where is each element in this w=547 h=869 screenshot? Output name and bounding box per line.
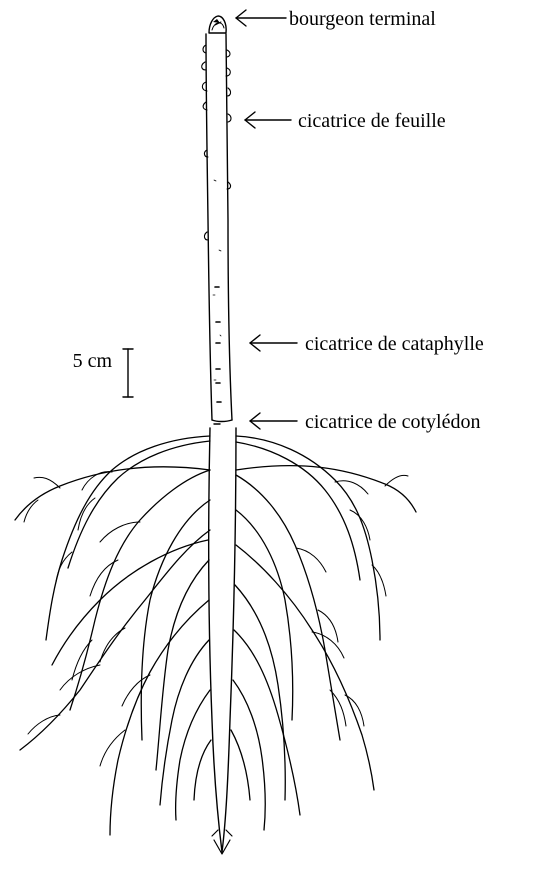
right-lateral-roots <box>231 436 416 830</box>
cotyledon-scars <box>212 420 232 424</box>
stem-right-outline <box>226 34 232 420</box>
annotation-terminal-bud: bourgeon terminal <box>236 8 436 30</box>
cataphyll-scars <box>215 287 221 402</box>
annotation-cotyledon-scar: cicatrice de cotylédon <box>250 411 480 433</box>
taproot-right <box>222 428 236 852</box>
stem-left-outline <box>206 34 212 420</box>
terminal-bud <box>209 16 226 33</box>
taproot-left <box>209 428 222 852</box>
left-lateral-roots <box>15 436 211 835</box>
bud-outline <box>209 16 226 33</box>
label-cotyledon-scar: cicatrice de cotylédon <box>305 411 480 433</box>
label-leaf-scar: cicatrice de feuille <box>298 110 446 132</box>
scale-bar: 5 cm <box>73 349 133 397</box>
root-system <box>15 428 416 854</box>
stem <box>206 34 232 420</box>
label-terminal-bud: bourgeon terminal <box>289 8 436 30</box>
scale-bar-label: 5 cm <box>73 350 113 372</box>
annotation-leaf-scar: cicatrice de feuille <box>245 110 446 132</box>
label-cataphyll-scar: cicatrice de cataphylle <box>305 333 484 355</box>
stem-texture <box>213 180 221 380</box>
annotation-cataphyll-scar: cicatrice de cataphylle <box>250 333 484 355</box>
bud-scale-dark <box>213 19 220 23</box>
